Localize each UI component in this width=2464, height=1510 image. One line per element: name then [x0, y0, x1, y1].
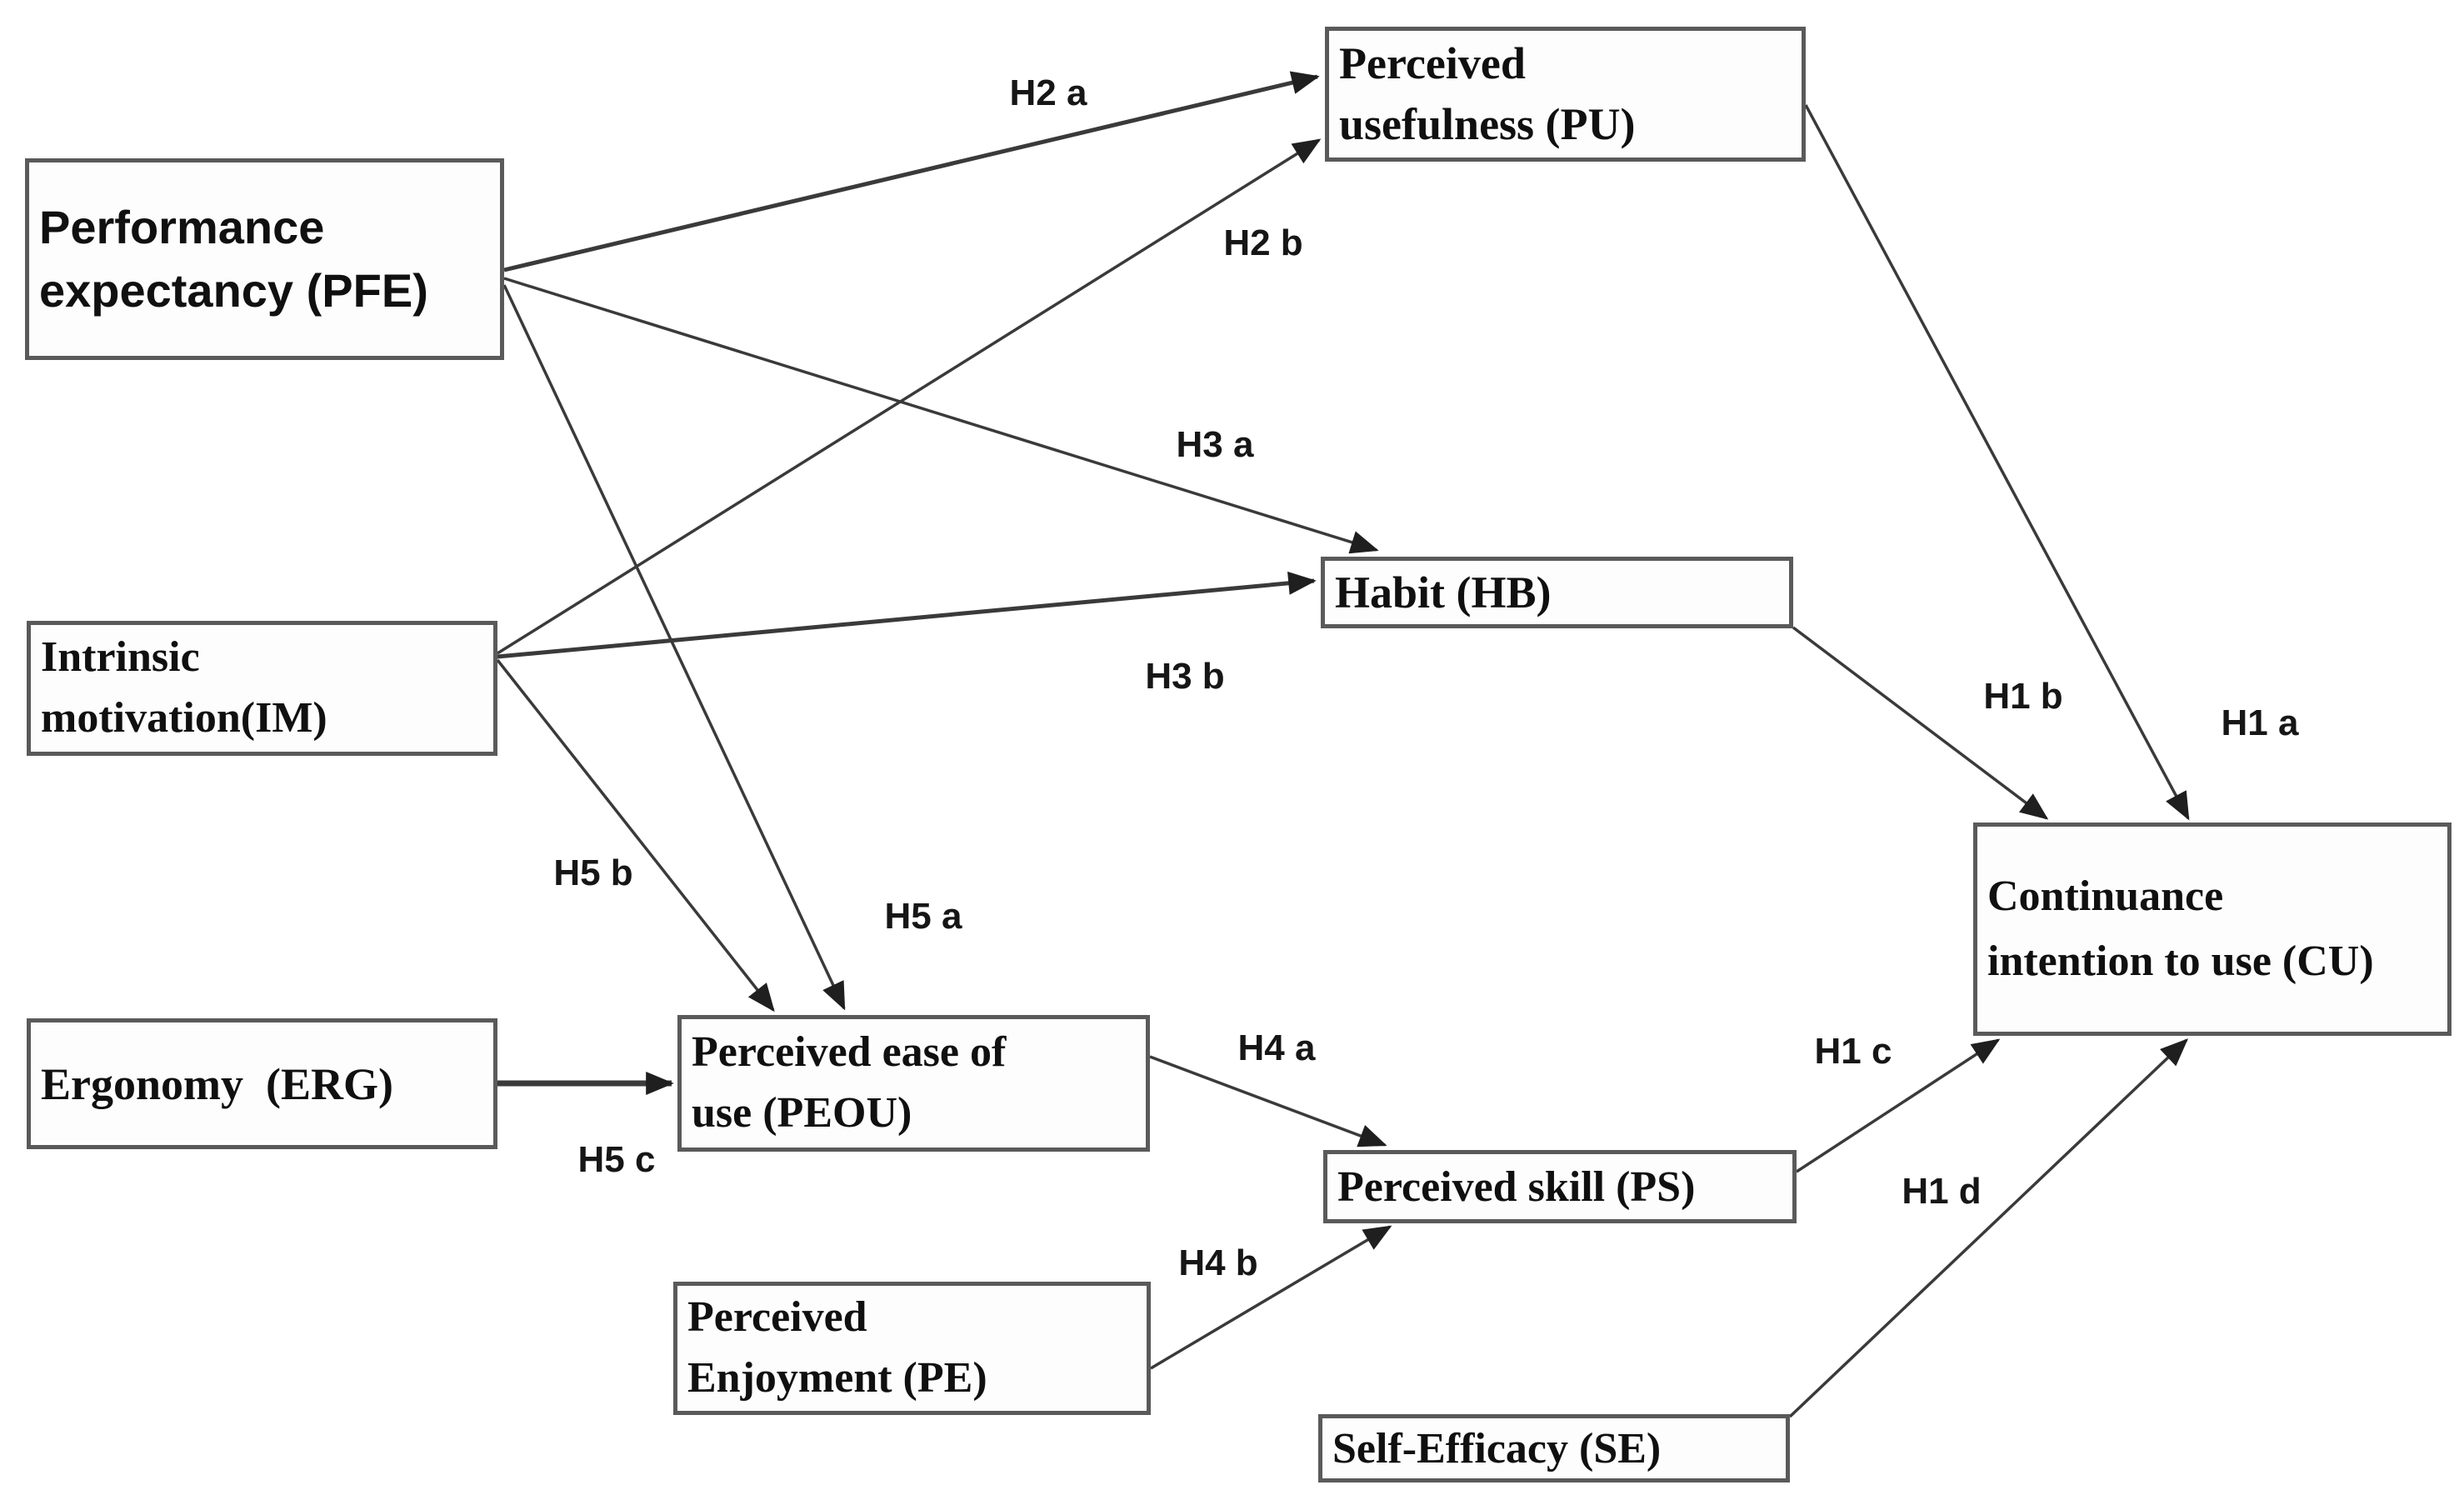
edge-label-h5a: H5 a — [884, 896, 962, 937]
node-continuance-intention: Continuance intention to use (CU) — [1973, 822, 2452, 1036]
arrow-h1d-se-to-cu — [1788, 1038, 2189, 1418]
node-perceived-usefulness: Perceived usefulness (PU) — [1325, 27, 1806, 162]
node-self-efficacy-label: Self-Efficacy (SE) — [1332, 1424, 1662, 1472]
arrow-h5a-pfe-to-peou — [502, 284, 846, 1011]
node-perceived-enjoyment-label: Perceived Enjoyment (PE) — [687, 1293, 987, 1402]
edge-label-h5b: H5 b — [553, 852, 633, 893]
edge-label-h1b: H1 b — [1983, 676, 2063, 717]
node-ergonomy: Ergonomy (ERG) — [27, 1018, 497, 1149]
node-habit-label: Habit (HB) — [1335, 568, 1552, 618]
arrow-h1a-pu-to-cu — [1804, 104, 2190, 821]
edge-label-h1a: H1 a — [2221, 702, 2299, 743]
edge-label-h3b: H3 b — [1145, 656, 1225, 697]
node-continuance-intention-label: Continuance intention to use (CU) — [1987, 872, 2374, 985]
node-habit: Habit (HB) — [1321, 557, 1793, 628]
edge-label-h5c: H5 c — [577, 1139, 656, 1180]
node-performance-expectancy-label: Performance expectancy (PFE) — [39, 201, 428, 317]
node-intrinsic-motivation-label: Intrinsic motivation(IM) — [41, 633, 327, 742]
arrow-h2a-pfe-to-pu — [503, 71, 1320, 272]
node-perceived-usefulness-label: Perceived usefulness (PU) — [1339, 38, 1636, 149]
node-perceived-ease-of-use-label: Perceived ease of use (PEOU) — [692, 1028, 1017, 1137]
arrow-h3a-pfe-to-hb — [503, 277, 1379, 554]
edge-label-h2b: H2 b — [1223, 222, 1303, 263]
node-perceived-enjoyment: Perceived Enjoyment (PE) — [673, 1282, 1151, 1415]
edge-label-h3a: H3 a — [1176, 424, 1254, 465]
arrow-h1c-ps-to-cu — [1796, 1038, 2001, 1173]
arrow-h1b-hb-to-cu — [1792, 626, 2049, 820]
node-perceived-skill-label: Perceived skill (PS) — [1337, 1162, 1696, 1211]
edge-label-h1d: H1 d — [1902, 1171, 1982, 1212]
node-self-efficacy: Self-Efficacy (SE) — [1318, 1414, 1790, 1482]
arrow-h5b-im-to-peou — [496, 658, 775, 1012]
arrow-h4b-pe-to-ps — [1150, 1225, 1392, 1370]
node-performance-expectancy: Performance expectancy (PFE) — [25, 158, 504, 360]
edge-label-h4a: H4 a — [1237, 1028, 1316, 1068]
node-perceived-ease-of-use: Perceived ease of use (PEOU) — [677, 1015, 1150, 1152]
arrow-h4a-peou-to-ps — [1149, 1055, 1387, 1148]
edge-label-h4b: H4 b — [1178, 1242, 1258, 1283]
arrow-h3b-im-to-hb — [497, 571, 1317, 659]
arrow-h2b-im-to-pu — [497, 138, 1322, 655]
edge-label-h2a: H2 a — [1009, 72, 1087, 113]
node-perceived-skill: Perceived skill (PS) — [1323, 1150, 1797, 1223]
node-ergonomy-label: Ergonomy (ERG) — [41, 1058, 393, 1109]
node-intrinsic-motivation: Intrinsic motivation(IM) — [27, 621, 497, 756]
edge-label-h1c: H1 c — [1814, 1031, 1892, 1072]
